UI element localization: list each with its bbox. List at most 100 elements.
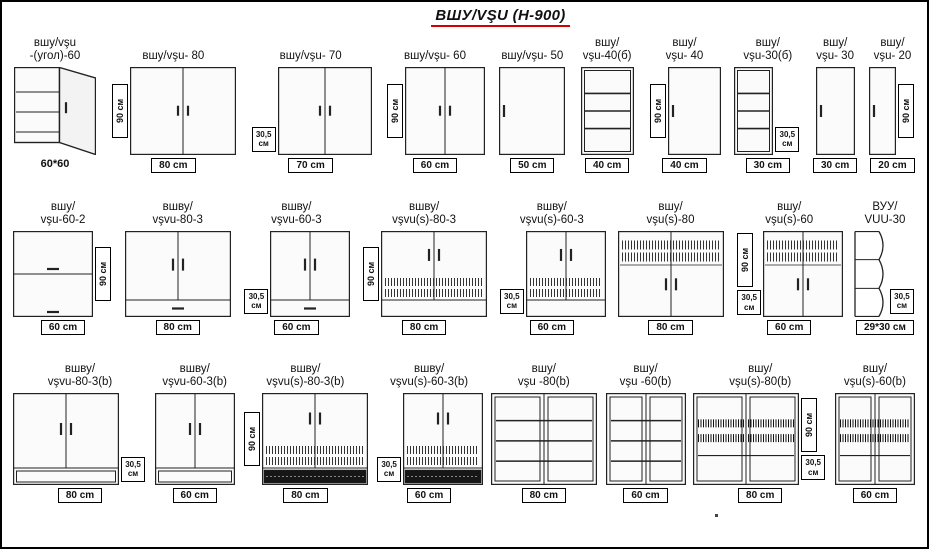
- width-label: 40 cm: [584, 158, 630, 173]
- depth-label: 30,5 см: [801, 454, 826, 481]
- side-labels: 30,5 см: [775, 67, 800, 155]
- width-label: 30 cm: [812, 158, 858, 173]
- cabinet-drawing: [403, 393, 484, 485]
- cabinet-label: вшу/vşu(s)-80(b): [729, 362, 792, 389]
- side-labels: 90 см: [386, 67, 403, 155]
- cabinet-figure: [499, 67, 566, 155]
- cabinet-card: вшву/vşvu(s)-60-3 30,5 см 60 cm: [498, 199, 606, 335]
- depth-label: 30,5 см: [377, 456, 402, 482]
- depth-label: 30,5 см: [775, 126, 800, 152]
- width-label: 60 cm: [172, 488, 217, 503]
- depth-label: 30,5 см: [244, 288, 269, 314]
- side-labels: 30,5 см: [121, 393, 145, 485]
- cabinet-figure: [834, 393, 915, 485]
- side-labels: 90 см: [897, 67, 914, 155]
- width-label: 80 cm: [521, 488, 566, 503]
- height-label: 90 см: [386, 84, 403, 138]
- cabinet-drawing: [130, 67, 237, 155]
- cabinet-figure: [490, 393, 597, 485]
- cabinet-drawing: [14, 67, 96, 155]
- cabinet-drawing: [734, 67, 774, 155]
- cabinet-label: вшу/vşu- 50: [501, 50, 564, 63]
- cabinet-figure: 90 см: [13, 231, 113, 317]
- cabinet-card: вшу/vşu(s)-60(b)60 cm: [834, 361, 915, 503]
- cabinet-label: вшу/vşu-30(б): [743, 36, 793, 63]
- cabinet-label: вшву/vşvu(s)-60-3(b): [390, 362, 469, 389]
- cabinet-drawing: [868, 67, 896, 155]
- cabinet-drawing: [834, 393, 915, 485]
- cabinet-figure: 30,5 см: [375, 393, 484, 485]
- width-label: 80 cm: [151, 158, 196, 173]
- cabinet-label: вшву/vşvu-60-3: [271, 200, 322, 227]
- cabinet-label: вшу/vşu -60(b): [619, 362, 672, 389]
- cabinet-drawing: [404, 67, 485, 155]
- cabinet-label: вшу/vşu-60-2: [40, 200, 86, 227]
- cabinet-label: вшву/vşvu-60-3(b): [162, 362, 227, 389]
- cabinet-drawing: [262, 393, 369, 485]
- cabinet-card: вшву/vşvu-60-3(b) 60 cm: [154, 361, 235, 503]
- depth-label: 30,5 см: [889, 288, 914, 314]
- cabinet-figure: 30,5 см: [498, 231, 606, 317]
- cabinet-drawing: [13, 393, 119, 485]
- width-label: 80 cm: [648, 320, 693, 335]
- cabinet-figure: [14, 67, 96, 155]
- cabinet-drawing: [277, 67, 372, 155]
- cabinet-drawing: [124, 231, 231, 317]
- width-label: 60 cm: [40, 320, 86, 335]
- cabinet-drawing: [693, 393, 800, 485]
- cabinet-figure: 90 см: [385, 67, 485, 155]
- height-label: 90 см: [244, 412, 261, 466]
- cabinet-figure: [124, 231, 231, 317]
- cabinet-card: вшву/vşvu(s)-80-3(b) 90 см 80 cm: [242, 361, 369, 503]
- height-label: 90 см: [95, 247, 111, 301]
- cabinet-label: вшу/vşu- 20: [873, 36, 912, 63]
- cabinet-figure: 90 см: [242, 393, 369, 485]
- side-labels: 30,5 см: [889, 231, 914, 317]
- cabinet-drawing: [499, 67, 566, 155]
- depth-label: 30,5 см: [499, 288, 524, 314]
- width-label: 30 cm: [745, 158, 790, 173]
- cabinet-card: вшу/vşu -80(b)80 cm: [490, 361, 597, 503]
- cabinet-drawing: [763, 231, 844, 317]
- cabinet-card: вшу/vşu-30(б) 30,5 см 30 cm: [734, 35, 801, 173]
- cabinet-label: вшву/vşvu(s)-60-3: [519, 200, 584, 227]
- cabinet-label: вшу/vşu(s)-60(b): [843, 362, 906, 389]
- side-labels: 30,5 см: [251, 67, 276, 155]
- cabinet-label: вшу/vşu- 70: [279, 50, 342, 63]
- cabinet-card: вшву/vşvu-60-3 30,5 см 60 cm: [243, 199, 351, 335]
- side-labels: 30,5 см: [244, 231, 269, 317]
- header: ВШУ/VŞU (Н-900): [2, 2, 927, 29]
- cabinet-label: вшу/vşu-40(б): [582, 36, 632, 63]
- height-label: 90 см: [897, 84, 914, 138]
- width-label: 80 cm: [401, 320, 447, 335]
- cabinet-figure: [605, 393, 686, 485]
- width-label: 60 cm: [412, 158, 458, 173]
- cabinet-figure: [617, 231, 724, 317]
- cabinet-drawing: [580, 67, 634, 155]
- cabinet-figure: 30,5 см: [734, 67, 801, 155]
- width-label: 70 cm: [288, 158, 333, 173]
- cabinet-figure: 90 см 30,5 см: [693, 393, 827, 485]
- cabinet-drawing: [270, 231, 351, 317]
- height-label: 90 см: [801, 397, 818, 452]
- cabinet-figure: 30,5 см: [13, 393, 147, 485]
- width-label: 60 cm: [529, 320, 574, 335]
- width-label: 60 cm: [274, 320, 319, 335]
- cabinet-drawing: [815, 67, 855, 155]
- cabinet-label: вшву/vşvu(s)-80-3(b): [266, 362, 345, 389]
- width-label: 80 cm: [283, 488, 328, 503]
- cabinet-figure: 30,5 см: [854, 231, 916, 317]
